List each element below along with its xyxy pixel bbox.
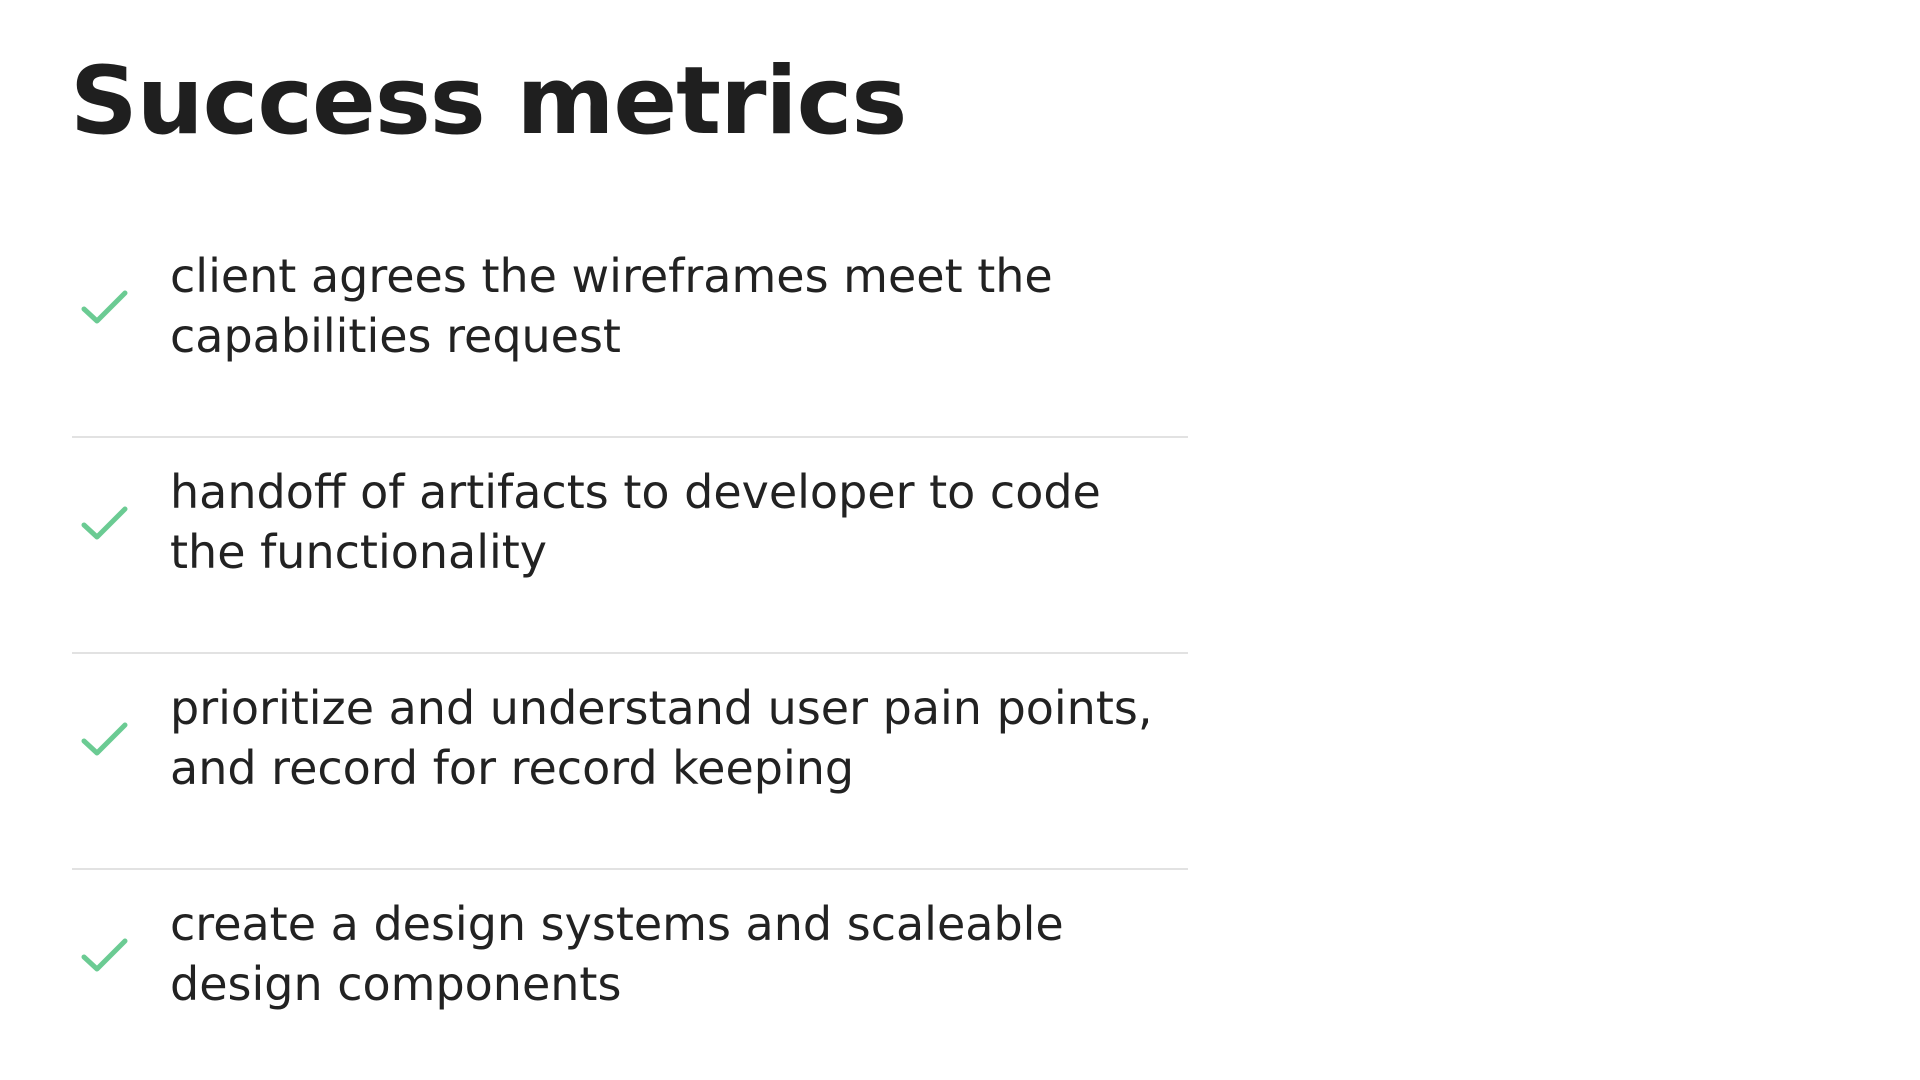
list-item: create a design systems and scaleable de… bbox=[72, 870, 1188, 1080]
check-icon bbox=[81, 506, 128, 540]
list-item-text: prioritize and understand user pain poin… bbox=[170, 681, 1153, 795]
check-icon bbox=[81, 938, 128, 972]
list-item: prioritize and understand user pain poin… bbox=[72, 654, 1188, 870]
list-item: handoff of artifacts to developer to cod… bbox=[72, 438, 1188, 654]
check-icon bbox=[81, 722, 128, 756]
success-metrics-list: client agrees the wireframes meet the ca… bbox=[72, 222, 1188, 1080]
list-item: client agrees the wireframes meet the ca… bbox=[72, 222, 1188, 438]
list-item-text: client agrees the wireframes meet the ca… bbox=[170, 249, 1053, 363]
list-item-text: create a design systems and scaleable de… bbox=[170, 897, 1064, 1011]
page-title: Success metrics bbox=[70, 47, 907, 156]
check-icon bbox=[81, 290, 128, 324]
list-item-text: handoff of artifacts to developer to cod… bbox=[170, 465, 1101, 579]
